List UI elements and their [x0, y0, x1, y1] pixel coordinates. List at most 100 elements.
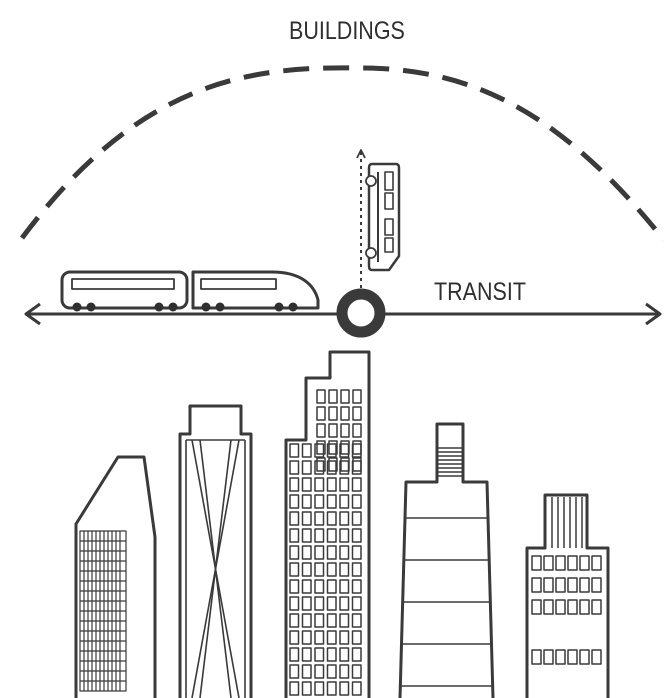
building-window: [289, 562, 300, 577]
building-window: [543, 599, 554, 615]
building-window: [339, 477, 350, 492]
building-window: [340, 406, 350, 421]
building-slanted-tower: [74, 455, 157, 698]
building-window: [340, 389, 350, 404]
building-window: [339, 511, 350, 526]
building-window: [326, 494, 337, 509]
building-window: [326, 443, 337, 458]
building-window: [352, 423, 362, 438]
building-window: [567, 577, 578, 593]
building-window: [351, 647, 362, 662]
building-crown-block: [525, 493, 610, 698]
building-window: [326, 545, 337, 560]
building-window: [314, 545, 325, 560]
building-window: [339, 664, 350, 679]
building-window: [340, 423, 350, 438]
building-window: [351, 562, 362, 577]
train-wheels: [72, 302, 298, 312]
building-window: [289, 477, 300, 492]
building-window: [555, 599, 566, 615]
building-stepped-grid-windows: [289, 389, 362, 696]
building-window: [339, 460, 350, 475]
building-window: [301, 681, 312, 696]
building-window: [543, 577, 554, 593]
building-window: [579, 555, 590, 571]
train-icon: [60, 270, 320, 310]
building-window: [301, 562, 312, 577]
building-window: [328, 457, 338, 472]
building-window: [316, 406, 326, 421]
building-slanted-tower-grid: [79, 530, 127, 692]
building-window: [314, 443, 325, 458]
building-window: [289, 613, 300, 628]
building-window: [591, 649, 602, 665]
building-window: [555, 577, 566, 593]
building-window: [339, 681, 350, 696]
building-window: [352, 389, 362, 404]
building-window: [543, 649, 554, 665]
building-window: [352, 406, 362, 421]
building-window: [328, 423, 338, 438]
building-window: [326, 477, 337, 492]
building-window: [301, 477, 312, 492]
building-window: [555, 555, 566, 571]
building-window: [289, 664, 300, 679]
building-window: [351, 528, 362, 543]
building-window: [351, 460, 362, 475]
transit-hub-icon: [336, 288, 386, 338]
building-window: [351, 494, 362, 509]
building-window: [531, 555, 542, 571]
building-x-braced-tower: [178, 404, 253, 698]
building-window: [326, 681, 337, 696]
building-window: [301, 511, 312, 526]
building-window: [591, 599, 602, 615]
building-window: [289, 630, 300, 645]
bus-icon: [365, 162, 401, 272]
transit-label: TRANSIT: [434, 278, 526, 306]
building-window: [567, 555, 578, 571]
building-window: [339, 545, 350, 560]
building-stepped-grid-tower: [284, 350, 371, 698]
building-window: [301, 647, 312, 662]
building-window: [339, 579, 350, 594]
building-window: [314, 528, 325, 543]
building-window: [289, 545, 300, 560]
buildings-label: BUILDINGS: [289, 17, 405, 45]
building-window: [543, 555, 554, 571]
building-window: [314, 647, 325, 662]
building-window: [328, 406, 338, 421]
building-window: [326, 630, 337, 645]
building-window: [314, 511, 325, 526]
building-window: [339, 494, 350, 509]
building-window: [555, 649, 566, 665]
building-window: [301, 545, 312, 560]
building-window: [301, 579, 312, 594]
building-window: [289, 494, 300, 509]
building-window: [301, 494, 312, 509]
building-window: [351, 545, 362, 560]
building-window: [351, 681, 362, 696]
arrow-left-icon: [24, 302, 41, 326]
building-window: [301, 664, 312, 679]
building-window: [289, 460, 300, 475]
building-window: [339, 596, 350, 611]
connector-arrow-up-icon: [356, 149, 366, 159]
building-window: [339, 613, 350, 628]
building-window: [289, 443, 300, 458]
building-window: [351, 613, 362, 628]
buildings-arch-dashed: [19, 65, 664, 242]
building-window: [314, 494, 325, 509]
building-window: [314, 596, 325, 611]
building-window: [326, 596, 337, 611]
building-window: [328, 389, 338, 404]
building-window: [301, 613, 312, 628]
building-window: [351, 477, 362, 492]
building-window: [326, 613, 337, 628]
building-window: [531, 649, 542, 665]
building-window: [326, 528, 337, 543]
building-window: [339, 562, 350, 577]
building-window: [567, 599, 578, 615]
building-window: [314, 664, 325, 679]
building-window: [326, 460, 337, 475]
